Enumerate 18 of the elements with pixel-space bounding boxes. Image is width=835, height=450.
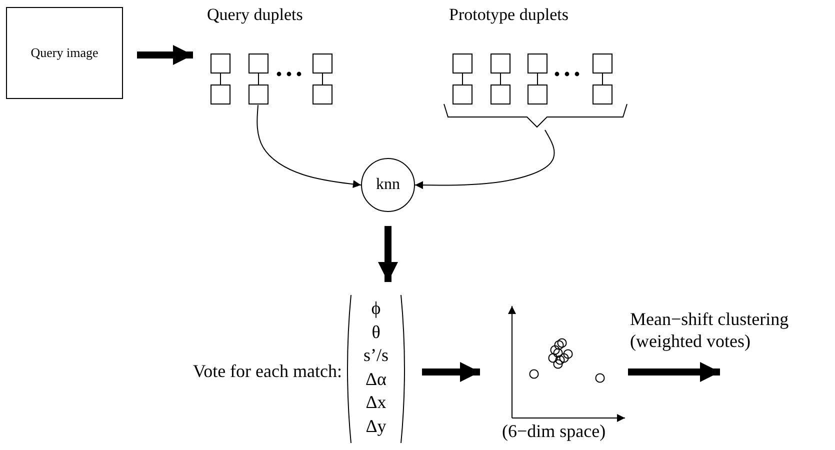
block-arrow: [137, 45, 193, 65]
image-box: Query image: [6, 7, 123, 99]
vector-entry: Δx: [364, 391, 388, 414]
arrow: [414, 130, 555, 190]
knn-circle: knn: [361, 158, 415, 212]
block-arrow: [422, 362, 480, 382]
vector-entry: Δα: [364, 368, 388, 390]
group-heading: Query duplets: [207, 4, 303, 26]
block-arrow: [378, 226, 398, 282]
vector-entry: Δy: [364, 415, 388, 437]
vector-entry: s’/s: [362, 344, 390, 366]
plot-caption: (6−dim space): [502, 420, 606, 442]
vector-entry: θ: [370, 320, 382, 343]
block-arrow: [628, 362, 720, 382]
group-heading: Prototype duplets: [449, 4, 568, 26]
vector-caption: Vote for each match:: [192, 360, 342, 382]
vector-entry: ϕ: [370, 297, 382, 319]
arrow: [256, 104, 362, 188]
